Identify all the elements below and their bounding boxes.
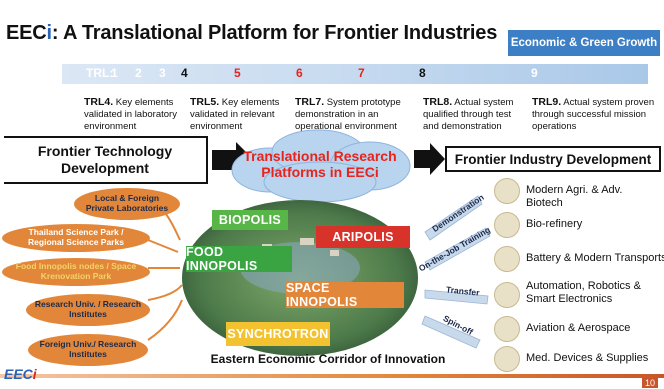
trl-level-6: 6 bbox=[296, 66, 303, 80]
trl4-description: TRL4. Key elements validated in laborato… bbox=[84, 96, 177, 132]
platform-cloud-label: Translational Research Platforms in EECi bbox=[243, 148, 397, 181]
frontier-industry-box: Frontier Industry Development bbox=[445, 146, 661, 172]
trl-scale-bar bbox=[62, 64, 648, 84]
industry-agri: Modern Agri. & Adv. Biotech bbox=[526, 184, 623, 210]
trl9-description: TRL9. Actual system proven through succe… bbox=[532, 96, 655, 132]
page-title: EECi: A Translational Platform for Front… bbox=[6, 22, 498, 44]
source-food-innopolis-nodes: Food Innopolis nodes / Space Krenovation… bbox=[2, 258, 150, 286]
industry-aviation: Aviation & Aerospace bbox=[526, 322, 631, 334]
robotics-icon bbox=[494, 282, 520, 308]
channel-arrows-icon bbox=[421, 195, 491, 349]
arrow-to-industry-icon bbox=[414, 143, 445, 175]
eeci-logo: EECi bbox=[4, 366, 37, 382]
industry-medical: Med. Devices & Supplies bbox=[526, 352, 649, 364]
biorefinery-icon bbox=[494, 212, 520, 238]
agri-icon bbox=[494, 178, 520, 204]
source-science-parks: Thailand Science Park / Regional Science… bbox=[2, 224, 150, 252]
source-private-labs: Local & Foreign Private Laboratories bbox=[74, 188, 180, 220]
industry-robotics: Automation, Robotics & Smart Electronics bbox=[526, 280, 641, 306]
synchrotron-label: SYNCHROTRON bbox=[226, 322, 330, 346]
aviation-icon bbox=[494, 316, 520, 342]
industry-biorefinery: Bio-refinery bbox=[526, 218, 583, 230]
biopolis-label: BIOPOLIS bbox=[212, 210, 288, 230]
trl-level-9: 9 bbox=[531, 66, 538, 80]
trl-label: TRL: bbox=[86, 66, 114, 80]
space-innopolis-label: SPACE INNOPOLIS bbox=[286, 281, 404, 309]
map-caption: Eastern Economic Corridor of Innovation bbox=[210, 352, 446, 366]
platform-cloud-icon bbox=[231, 129, 411, 203]
trl-level-8: 8 bbox=[419, 66, 426, 80]
trl5-description: TRL5. Key elements validated in relevant… bbox=[190, 96, 280, 132]
food-innopolis-label: FOOD INNOPOLIS bbox=[186, 245, 292, 273]
trl-level-7: 7 bbox=[358, 66, 365, 80]
source-research-univ: Research Univ. / Research Institutes bbox=[26, 294, 150, 326]
frontier-technology-box: Frontier Technology Development bbox=[4, 136, 208, 184]
source-foreign-univ: Foreign Univ./ Research Institutes bbox=[28, 334, 148, 366]
industry-battery: Battery & Modern Transports bbox=[526, 252, 664, 264]
trl8-description: TRL8. Actual system qualified through te… bbox=[423, 96, 514, 132]
trl-level-5: 5 bbox=[234, 66, 241, 80]
trl-level-2: 2 bbox=[135, 66, 142, 80]
page-number: 10 bbox=[641, 378, 658, 388]
medical-icon bbox=[494, 346, 520, 372]
footer-bar bbox=[0, 374, 664, 378]
economic-growth-badge: Economic & Green Growth bbox=[508, 30, 660, 56]
battery-icon bbox=[494, 246, 520, 272]
trl7-description: TRL7. System prototype demonstration in … bbox=[295, 96, 401, 132]
aripolis-label: ARIPOLIS bbox=[316, 226, 410, 248]
trl-level-4: 4 bbox=[181, 66, 188, 80]
trl-level-1: 1 bbox=[111, 66, 118, 80]
trl-level-3: 3 bbox=[159, 66, 166, 80]
